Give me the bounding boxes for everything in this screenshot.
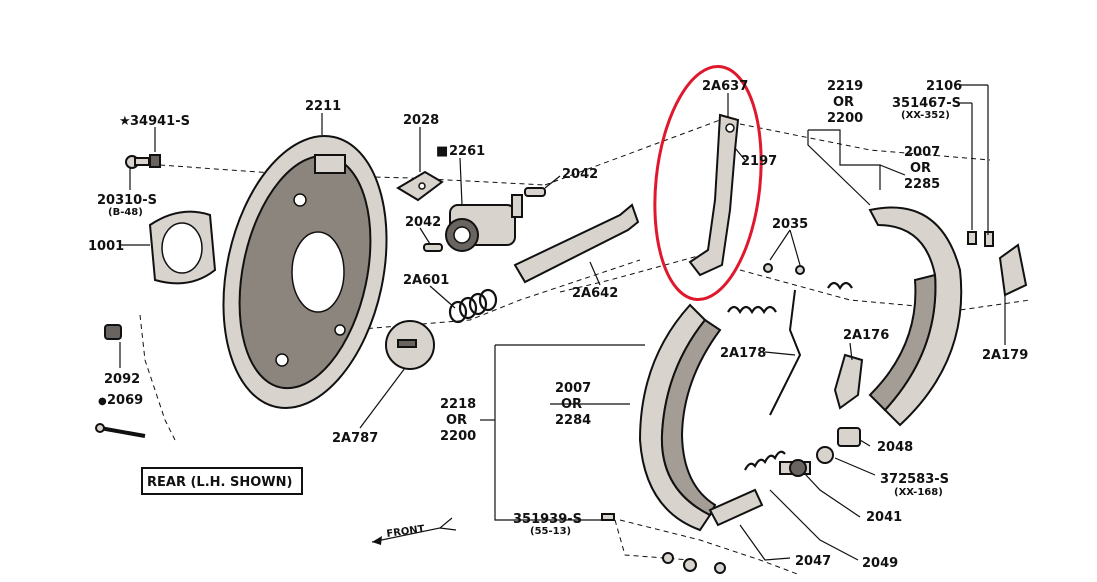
spring-2035 [727,263,853,315]
label-372583-sub: (XX-168) [894,487,943,498]
pin-351467 [967,231,977,245]
label-or-1: OR [833,95,854,110]
adjusting-screw-2041 [779,459,811,477]
plate-2A787 [385,320,435,370]
pin-2069 [95,423,146,438]
adjuster-2047 [708,488,764,527]
cable-2A178 [769,289,802,416]
red-highlight-circle [653,65,763,301]
label-2200-b: 2200 [440,429,476,444]
label-2028: 2028 [403,113,439,128]
label-2047: 2047 [795,554,831,569]
gasket-1001-hole [161,222,203,274]
label-2042-left: 2042 [405,215,441,230]
backing-plate-2211 [222,135,388,409]
front-arrow [371,517,457,545]
label-2197: 2197 [741,154,777,169]
small-part-a [662,552,674,564]
dot-symbol: ● [98,396,107,407]
wheel-cylinder-2261 [445,194,523,252]
label-2A642: 2A642 [572,286,618,301]
label-2A637: 2A637 [702,79,748,94]
label-2041: 2041 [866,510,902,525]
label-1001: 1001 [88,239,124,254]
label-2048: 2048 [877,440,913,455]
label-2284: 2284 [555,413,591,428]
label-20310: 20310-S [97,193,157,208]
square-symbol: ■ [436,144,448,159]
label-2049: 2049 [862,556,898,571]
washer-372583 [816,446,834,464]
label-2211: 2211 [305,99,341,114]
label-351939: 351939-S [513,512,582,527]
label-2A178: 2A178 [720,346,766,361]
small-part-c [714,562,726,574]
label-or-4: OR [446,413,467,428]
part-2048 [837,427,861,447]
retainer-2106 [984,231,994,247]
label-or-3: OR [561,397,582,412]
bolt-351939 [601,513,615,521]
label-351467: 351467-S [892,96,961,111]
lever-2A637-pivot [725,123,735,133]
label-front: FRONT [386,524,426,540]
label-rear-lh-shown: REAR (L.H. SHOWN) [147,475,292,490]
small-part-b [683,558,697,572]
spring-2049 [744,450,786,471]
spring-2A601 [448,288,498,324]
brake-shoe-2284 [638,303,722,532]
label-2007-b: 2007 [555,381,591,396]
star-symbol: ★ [119,114,131,129]
leader-lines [119,84,1006,561]
label-2A601: 2A601 [403,273,449,288]
bolt-nut-group [125,154,161,169]
label-or-2: OR [910,161,931,176]
label-2035: 2035 [772,217,808,232]
nut-34941 [149,154,161,168]
label-2069: 2069 [107,393,143,408]
label-2261: 2261 [449,144,485,159]
label-351939-sub: (55-13) [530,526,571,537]
rear-label-box [141,467,303,495]
clip-2092 [104,324,122,340]
label-2218: 2218 [440,397,476,412]
pushrod-2042-left [423,243,443,252]
label-2042-right: 2042 [562,167,598,182]
label-2219: 2219 [827,79,863,94]
label-372583: 372583-S [880,472,949,487]
part-2A179 [998,243,1028,297]
lever-2A637 [688,113,740,277]
label-2200-a: 2200 [827,111,863,126]
pushrod-2042-right [524,187,546,197]
label-2106: 2106 [926,79,962,94]
label-34941: 34941-S [130,114,190,129]
part-labels: ★ 34941-S 2211 2028 ■ 2261 2042 2042 203… [88,79,1028,571]
assembly-guide-lines [139,119,1031,576]
label-2092: 2092 [104,372,140,387]
label-20310-sub: (B-48) [108,207,143,218]
lever-2A176 [833,353,864,410]
label-351467-sub: (XX-352) [901,110,950,121]
label-2A787: 2A787 [332,431,378,446]
strut-2A642 [513,203,640,284]
label-2285: 2285 [904,177,940,192]
label-2007-a: 2007 [904,145,940,160]
label-2A179: 2A179 [982,348,1028,363]
brake-shoe-2285 [868,206,963,427]
label-2A176: 2A176 [843,328,889,343]
bolt-20310-shank [134,157,150,166]
